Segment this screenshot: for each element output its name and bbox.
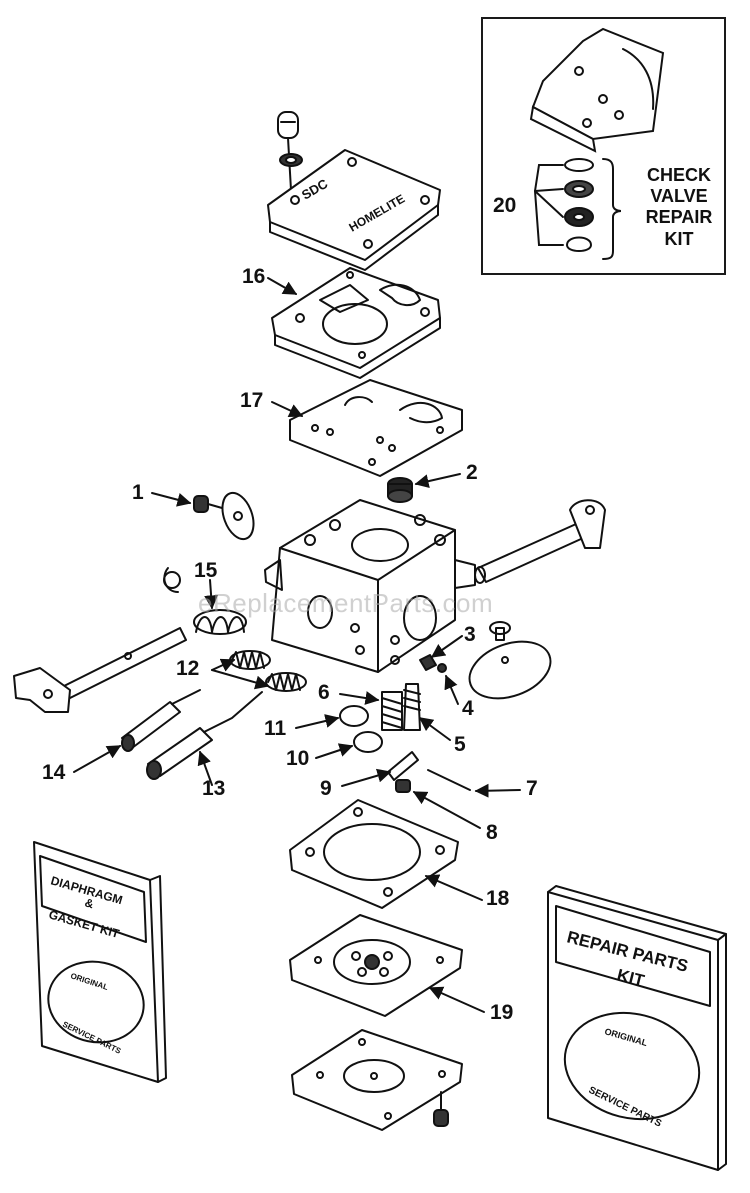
check-valve-inset: 20 CHECK VALVE REPAIR KIT — [481, 17, 726, 275]
metering-gasket — [271, 267, 441, 379]
arrow-16 — [267, 277, 298, 295]
check-valve-disc-11 — [339, 705, 369, 727]
main-mixture-needle — [146, 691, 263, 780]
inlet-needle-seat — [387, 477, 413, 503]
repair-parts-kit-package — [547, 885, 727, 1171]
kit-diaphragm-title-2: & — [83, 895, 96, 911]
arrow-7 — [474, 783, 521, 798]
metering-diaphragm — [289, 379, 463, 477]
check-valve-inset-drawing — [529, 27, 665, 260]
callout-13: 13 — [202, 777, 226, 800]
callout-12: 12 — [176, 657, 200, 680]
carburetor-body — [264, 499, 476, 673]
check-valve-label-line-1: CHECK — [646, 165, 711, 185]
throttle-screw-and-plate — [193, 491, 255, 541]
arrow-11 — [295, 714, 340, 729]
throttle-return-spring — [193, 609, 247, 635]
arrow-13 — [197, 750, 213, 786]
callout-14: 14 — [42, 761, 66, 784]
arrow-18 — [424, 874, 483, 901]
pump-diaphragm — [289, 914, 463, 1017]
arrow-15 — [204, 579, 219, 610]
check-valve-label-line-2: VALVE — [650, 186, 708, 207]
arrow-4 — [444, 674, 459, 705]
callout-3: 3 — [464, 623, 476, 646]
idle-mixture-needle — [121, 689, 201, 752]
check-valve-label-line-3: REPAIR — [645, 207, 713, 228]
watermark: eReplacementParts.com — [198, 588, 494, 618]
callout-6: 6 — [318, 681, 330, 704]
callout-20: 20 — [493, 194, 517, 217]
metering-lever-pin-screw — [387, 751, 471, 793]
callout-11: 11 — [264, 717, 287, 740]
arrow-6 — [339, 691, 380, 705]
callout-10: 10 — [286, 747, 310, 770]
arrow-3 — [430, 635, 463, 658]
throttle-shaft — [13, 567, 187, 713]
callout-18: 18 — [486, 887, 510, 910]
callout-9: 9 — [320, 777, 332, 800]
pump-cover-plate — [419, 621, 552, 700]
callout-19: 19 — [490, 1001, 514, 1024]
arrow-8 — [412, 791, 481, 829]
arrow-12a — [211, 658, 236, 672]
arrow-9 — [341, 768, 392, 787]
cover-screw — [277, 111, 303, 191]
check-valve-disc-10 — [353, 731, 383, 753]
callout-4: 4 — [462, 697, 474, 720]
arrow-2 — [414, 473, 461, 489]
metering-spring-and-needle — [381, 683, 421, 731]
arrow-10 — [315, 743, 354, 759]
callout-16: 16 — [242, 265, 266, 288]
callout-2: 2 — [466, 461, 478, 484]
callout-7: 7 — [526, 777, 538, 800]
arrow-12b — [211, 669, 270, 690]
arrow-14 — [73, 745, 122, 773]
callout-5: 5 — [454, 733, 466, 756]
pump-cover — [291, 1029, 463, 1131]
arrow-1 — [151, 492, 192, 507]
callout-8: 8 — [486, 821, 498, 844]
diaphragm-gasket-kit-package — [33, 841, 167, 1083]
check-valve-label-line-4: KIT — [664, 228, 694, 249]
callout-15: 15 — [194, 559, 218, 582]
callout-17: 17 — [240, 389, 264, 412]
cover-plate — [267, 149, 441, 271]
arrow-19 — [428, 986, 485, 1013]
check-valve-kit-label: CHECK VALVE REPAIR KIT — [631, 165, 727, 250]
arrow-17 — [271, 401, 304, 418]
choke-shaft — [474, 499, 606, 584]
arrow-5 — [418, 717, 451, 741]
pump-gasket — [289, 799, 459, 909]
callout-1: 1 — [132, 481, 144, 504]
